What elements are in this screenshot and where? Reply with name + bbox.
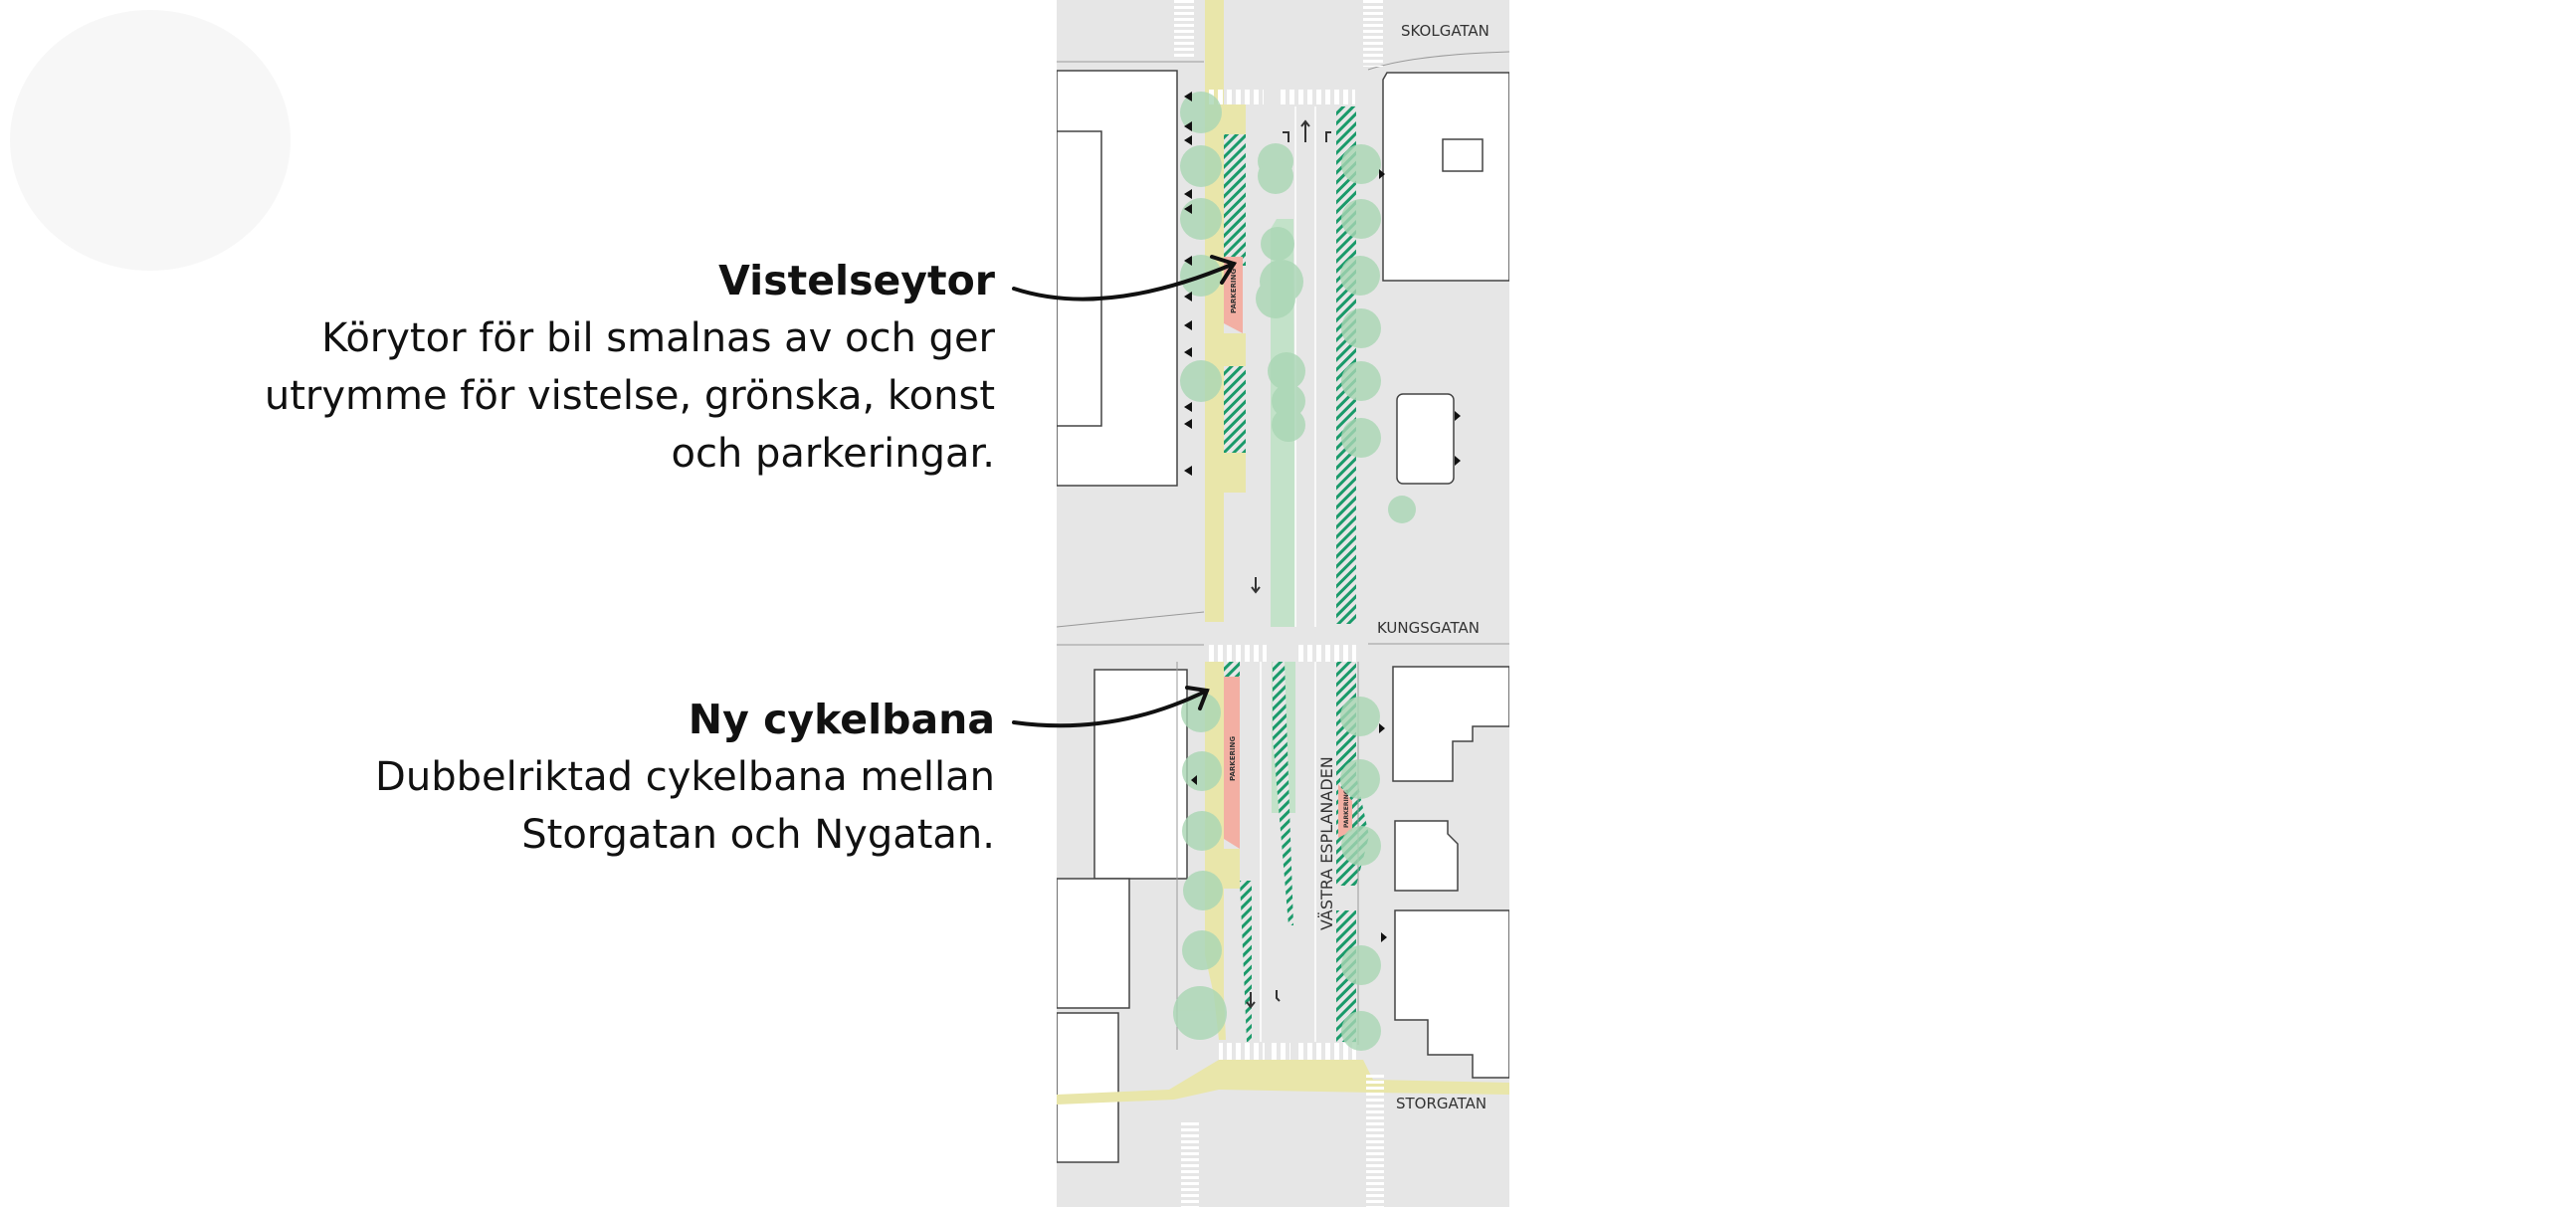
trees: [1173, 92, 1416, 1051]
street-label-storgatan: STORGATAN: [1396, 1095, 1486, 1112]
callout-line: Körytor för bil smalnas av och ger: [321, 315, 995, 361]
lane-arrows: [1246, 119, 1331, 1009]
street-label-vastra-esplanaden: VÄSTRA ESPLANADEN: [1317, 756, 1336, 930]
callout-line: utrymme för vistelse, grönska, konst: [264, 373, 995, 419]
street-label-skolgatan: SKOLGATAN: [1401, 22, 1489, 40]
callout-line: och parkeringar.: [671, 431, 995, 477]
parking-label: PARKERING: [1343, 789, 1350, 828]
parking-label: PARKERING: [1229, 736, 1237, 781]
callout-vistelseytor: Vistelseytor Körytor för bil smalnas av …: [265, 252, 995, 483]
callout-line: Storgatan och Nygatan.: [521, 812, 995, 858]
street-label-kungsgatan: KUNGSGATAN: [1377, 619, 1480, 637]
crosswalks: [1174, 0, 1384, 1207]
callout-title: Ny cykelbana: [688, 696, 995, 743]
background-blob: [10, 10, 291, 271]
parking-label: PARKERING: [1230, 269, 1238, 313]
entrance-markers: [1184, 92, 1461, 942]
callout-title: Vistelseytor: [718, 257, 995, 304]
callout-ny-cykelbana: Ny cykelbana Dubbelriktad cykelbana mell…: [375, 691, 995, 864]
callout-line: Dubbelriktad cykelbana mellan: [375, 754, 995, 800]
street-plan-map: PARKERING PARKERING PARKERING: [1057, 0, 1509, 1207]
